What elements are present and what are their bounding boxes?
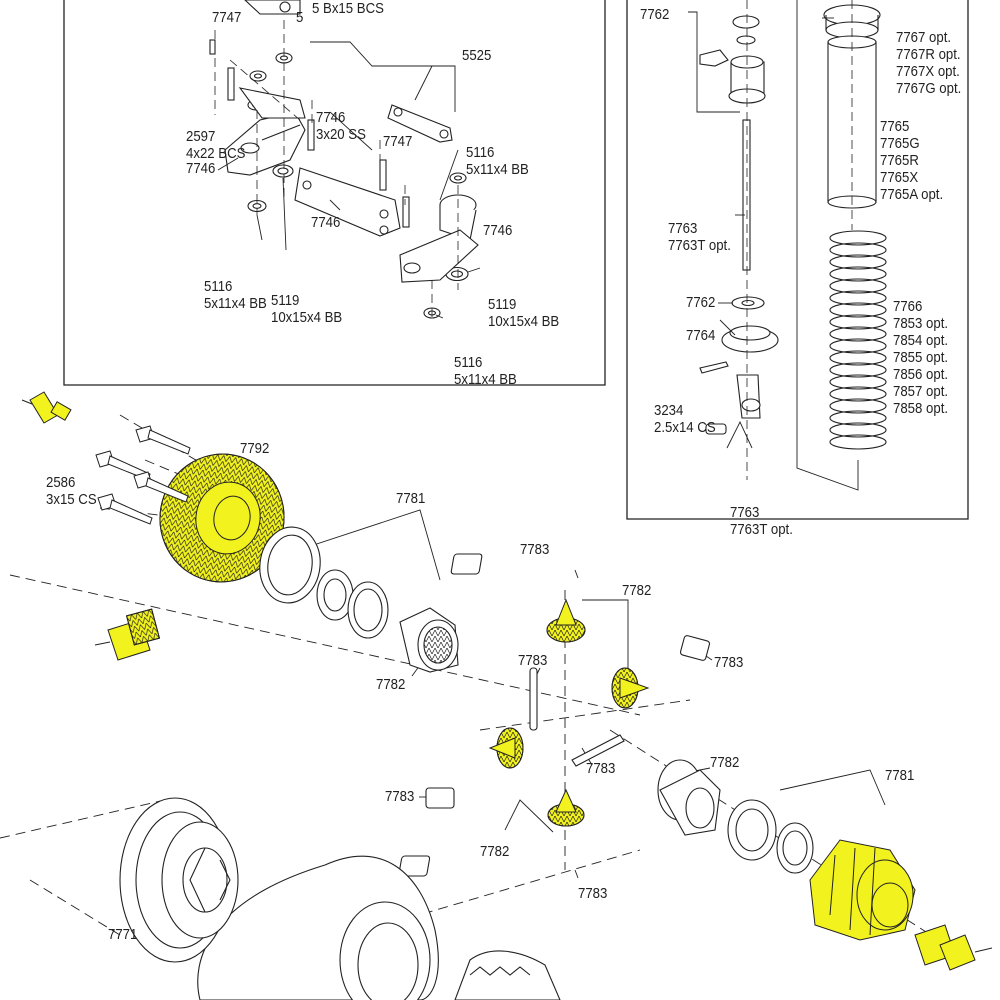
label-5x15-bcs: 5 Bx15 BCS [312,0,384,17]
diff-housing-right [809,839,916,941]
diff-leader-lines [239,461,886,879]
shock-spring [829,230,887,450]
label-7783-f: 7783 [578,885,608,902]
diff-washers-and-pins [398,553,711,877]
pinion-gear [94,608,161,661]
steering-leader-lines [217,41,481,319]
label-7783-d: 7783 [586,760,616,777]
steering-axis-lines [214,20,459,320]
label-7764: 7764 [686,327,716,344]
label-7782-c: 7782 [710,754,740,771]
label-7746-d: 7746 [483,222,513,239]
label-7783-a: 7783 [520,541,550,558]
wheel-and-tire [119,797,561,1000]
label-7782-a: 7782 [622,582,652,599]
label-7762-b: 7762 [686,294,716,311]
label-7762-a: 7762 [640,6,670,23]
spider-gears [488,598,650,827]
spring-coil [829,410,887,426]
label-7782-b: 7782 [376,676,406,693]
label-5-partial: 5 [296,9,304,26]
shock-axis-lines [746,0,853,480]
label-7746-c: 7746 [311,214,341,231]
spring-coil [829,254,887,270]
spring-coil [829,278,887,294]
right-diff-stack [657,759,814,874]
spring-coil [829,338,887,354]
spring-coil [829,266,887,282]
spring-coil [829,242,887,258]
label-7781-b: 7781 [885,767,915,784]
left-diff-stack [259,526,459,673]
spring-coil [829,398,887,414]
output-yoke [914,924,993,971]
shock-leader-lines [688,0,859,491]
label-7782-d: 7782 [480,843,510,860]
label-7783-c: 7783 [518,652,548,669]
label-7781-a: 7781 [396,490,426,507]
steering-assembly [209,0,479,319]
spring-coil [829,314,887,330]
label-7783-e: 7783 [385,788,415,805]
ring-gear-screws [95,425,191,525]
label-5525: 5525 [462,47,492,64]
spring-coil [829,374,887,390]
spring-coil [829,362,887,378]
input-yoke-top [21,391,72,424]
label-7792: 7792 [240,440,270,457]
spring-coil [829,434,887,450]
shock-panel-border [626,0,969,520]
spring-coil [829,422,887,438]
spring-coil [829,326,887,342]
spring-coil [829,386,887,402]
label-7783-b: 7783 [714,654,744,671]
label-7747-top: 7747 [212,9,242,26]
label-7746-a: 7746 [186,160,216,177]
spring-coil [829,350,887,366]
spring-coil [829,230,887,246]
label-7747-b: 7747 [383,133,413,150]
label-7771: 7771 [108,926,138,943]
shock-assembly [699,4,881,435]
spring-coil [829,290,887,306]
ring-gear [159,453,285,583]
label-7767: 7767 opt.7767R opt.7767X opt.7767G opt. [896,29,962,97]
spring-coil [829,302,887,318]
steering-panel-border [63,0,606,386]
